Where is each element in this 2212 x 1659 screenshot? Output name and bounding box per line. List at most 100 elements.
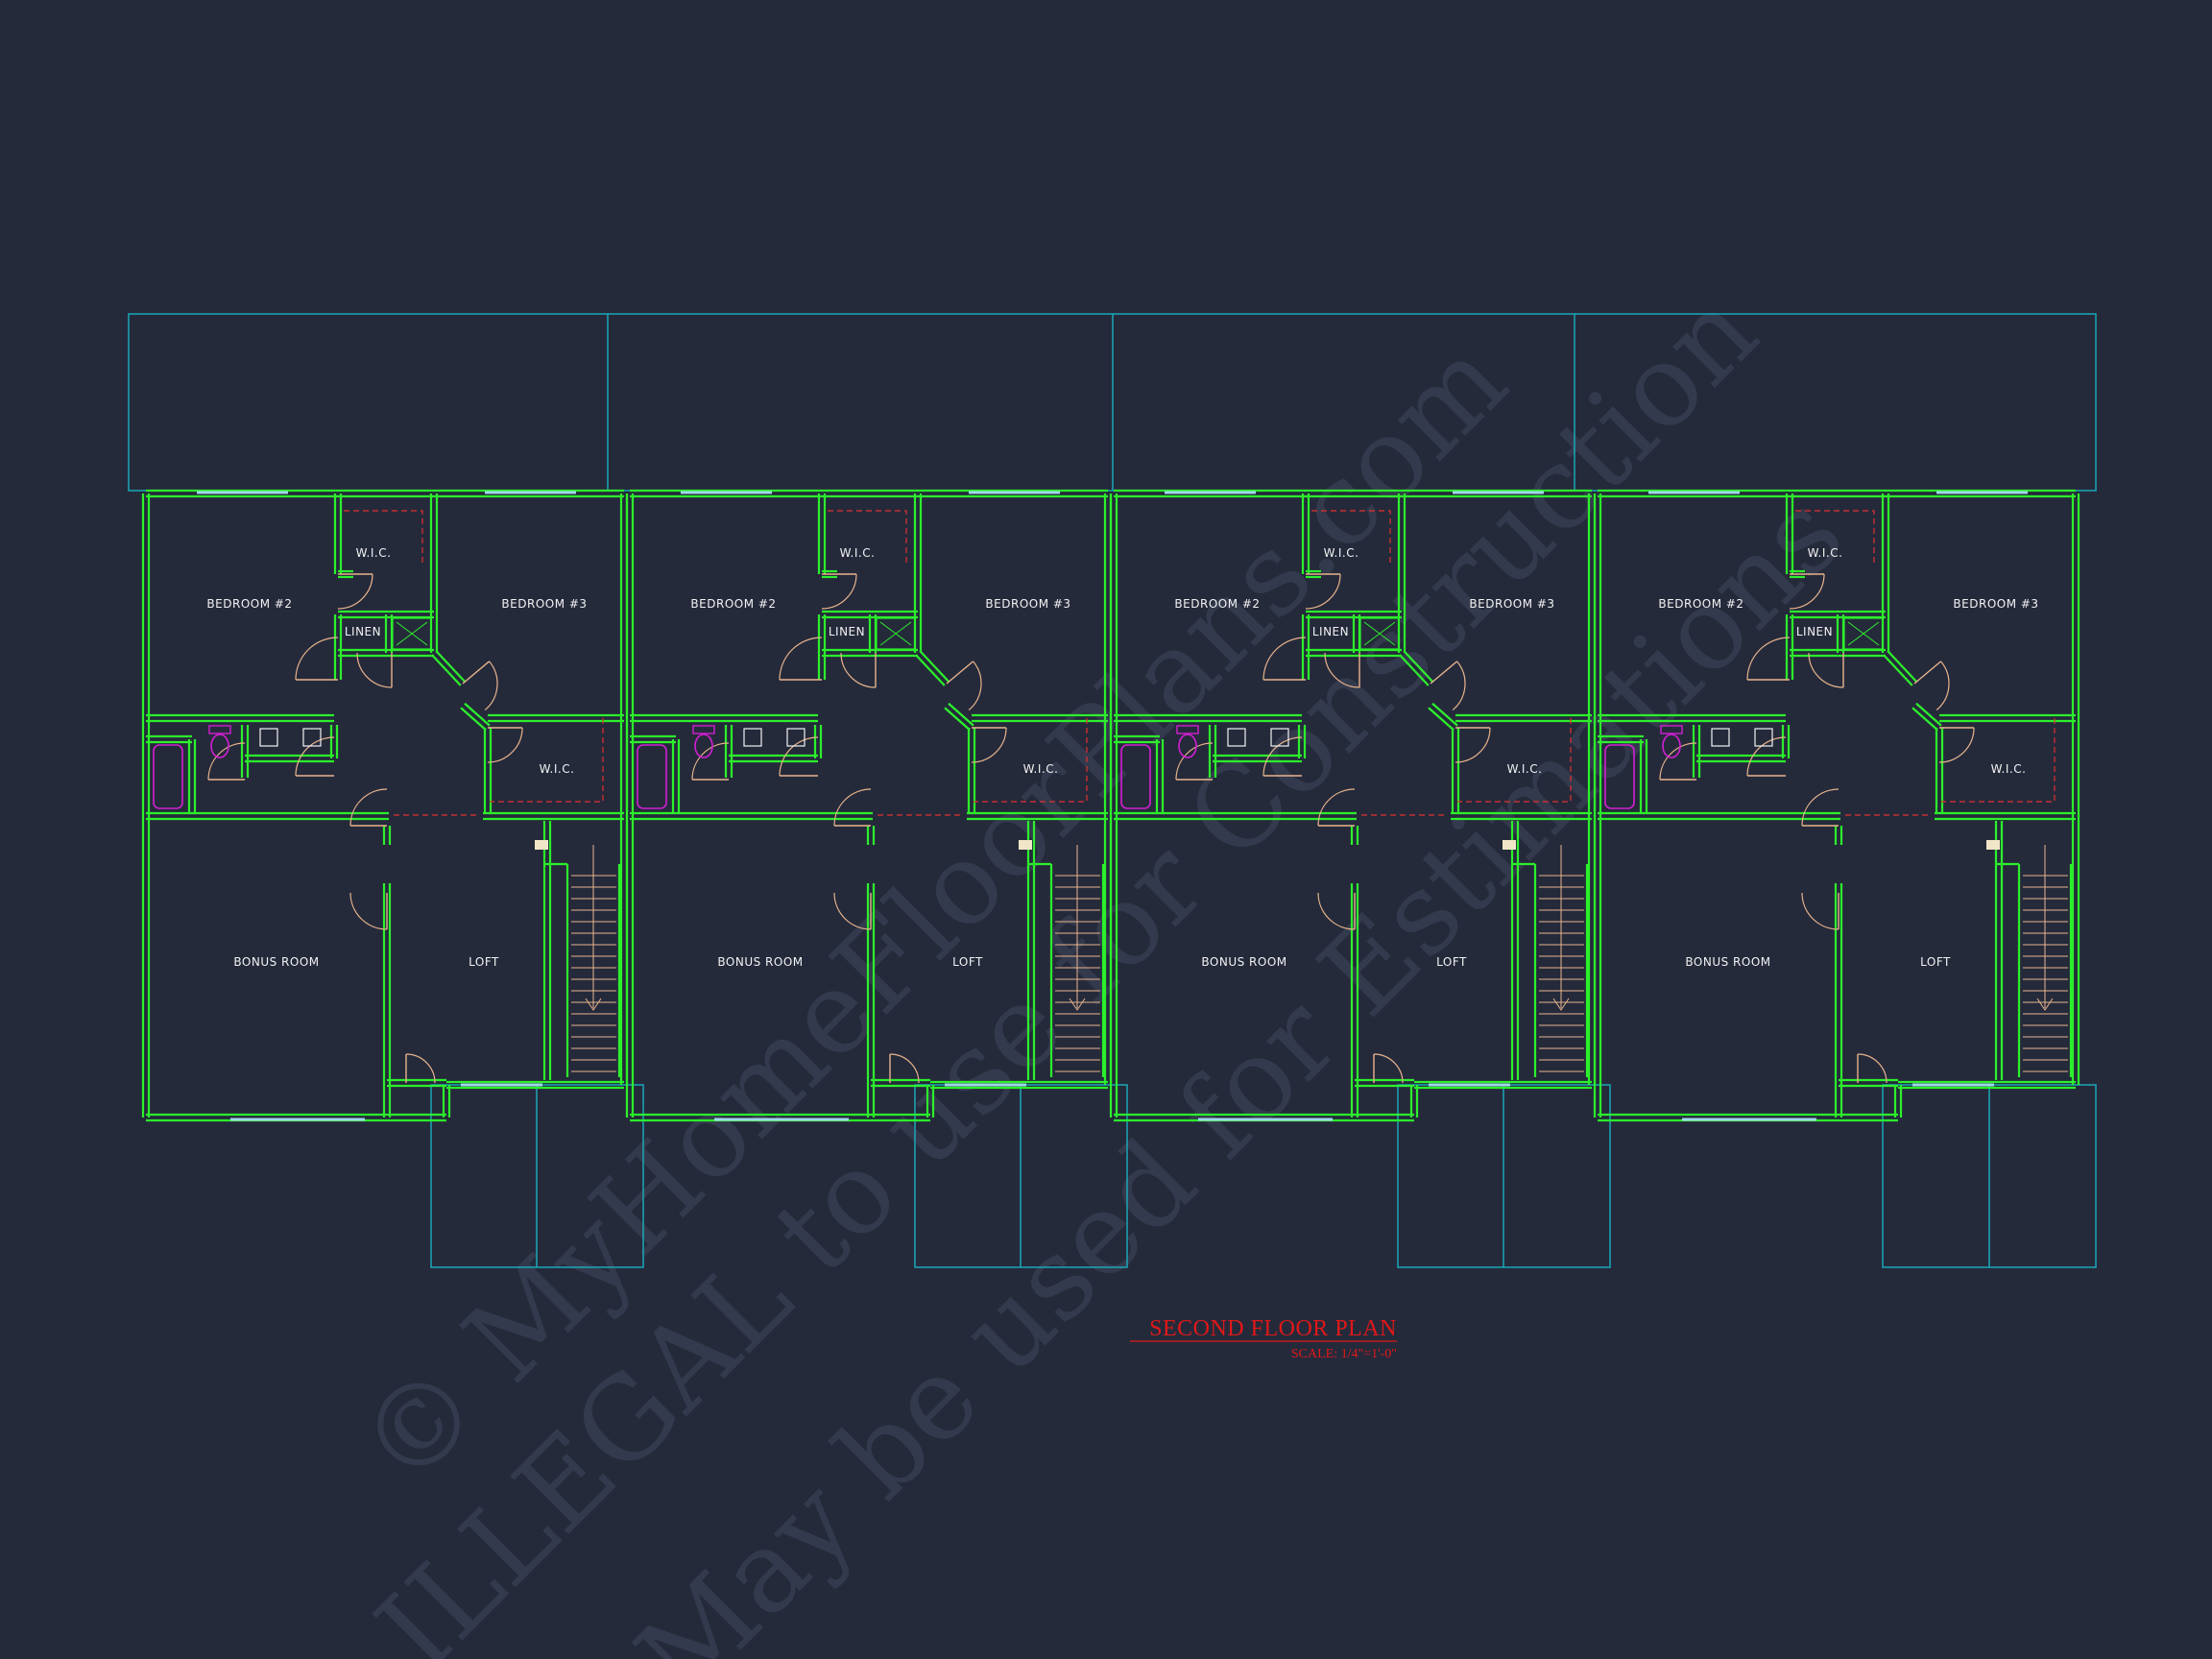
door-swing: [1746, 736, 1787, 777]
toilet: [210, 733, 229, 758]
room-label-bonus: BONUS ROOM: [717, 955, 803, 969]
hidden-line: [490, 718, 604, 803]
room-label-bonus: BONUS ROOM: [1685, 955, 1770, 969]
door-swing: [1305, 573, 1341, 610]
bathtub: [1604, 744, 1635, 809]
door-swing: [1262, 736, 1303, 777]
room-label-bedroom3: BEDROOM #3: [985, 597, 1070, 611]
toilet-tank: [692, 725, 715, 734]
door-swing: [779, 736, 819, 777]
stair-arrow-head: [1552, 998, 1570, 1011]
door-swing: [1659, 742, 1697, 781]
door-swing: [1455, 727, 1491, 763]
wall: [1883, 654, 1913, 686]
door-swing: [1262, 637, 1307, 681]
stair-note: [1019, 840, 1032, 850]
door-leaf: [1430, 661, 1458, 685]
hvac-box: [876, 617, 916, 650]
room-label-wic: W.I.C.: [1991, 762, 2027, 776]
wall: [431, 654, 462, 686]
sink-left: [259, 728, 278, 747]
stair-note: [535, 840, 548, 850]
room-label-bedroom2: BEDROOM #2: [206, 597, 292, 611]
wall: [1403, 650, 1433, 683]
door-swing: [1801, 892, 1839, 930]
title-block: SECOND FLOOR PLAN SCALE: 1/4"=1'-0": [1130, 1316, 1397, 1361]
door-swing: [1936, 661, 1950, 711]
wall: [1887, 650, 1917, 683]
hvac-x: [879, 621, 912, 646]
hvac-box: [1843, 617, 1884, 650]
door-swing: [295, 637, 339, 681]
wall: [435, 650, 466, 683]
hvac-box: [392, 617, 432, 650]
room-label-bedroom3: BEDROOM #3: [1469, 597, 1554, 611]
room-label-linen: LINEN: [1312, 625, 1349, 638]
door-swing: [833, 892, 872, 930]
sink-right: [302, 728, 322, 747]
unit-1: BEDROOM #2 BEDROOM #3 W.I.C. W.I.C. LINEN BON…: [141, 489, 629, 1122]
wall: [1915, 702, 1942, 727]
door-swing: [1317, 892, 1356, 930]
hidden-line: [1795, 510, 1875, 566]
door-swing: [1938, 727, 1975, 763]
sink-left: [743, 728, 762, 747]
door-swing: [840, 652, 877, 688]
plan-title: SECOND FLOOR PLAN: [1149, 1316, 1397, 1341]
door-swing: [968, 661, 982, 711]
door-swing: [1452, 661, 1466, 711]
sink-right: [1270, 728, 1289, 747]
room-label-bedroom3: BEDROOM #3: [1953, 597, 2038, 611]
bathtub: [153, 744, 183, 809]
stair-note: [1503, 840, 1516, 850]
door-swing: [349, 892, 388, 930]
room-label-wic: W.I.C.: [1023, 762, 1059, 776]
room-label-bonus: BONUS ROOM: [233, 955, 319, 969]
hvac-x: [396, 621, 428, 646]
room-label-wic: W.I.C.: [356, 546, 392, 560]
door-leaf: [946, 661, 974, 685]
room-label-loft: LOFT: [469, 955, 499, 969]
wall: [915, 654, 946, 686]
room-label-wic: W.I.C.: [1808, 546, 1843, 560]
toilet-tank: [1176, 725, 1199, 734]
hidden-line: [1457, 718, 1572, 803]
door-swing: [295, 736, 335, 777]
toilet-tank: [208, 725, 231, 734]
sink-right: [1754, 728, 1773, 747]
door-swing: [1808, 652, 1844, 688]
wall: [948, 702, 974, 727]
door-swing: [484, 661, 498, 711]
hidden-line: [828, 510, 907, 566]
wall: [944, 707, 971, 732]
toilet: [1662, 733, 1681, 758]
toilet-tank: [1660, 725, 1683, 734]
room-label-linen: LINEN: [345, 625, 381, 638]
bathtub: [1120, 744, 1151, 809]
wall: [1428, 707, 1455, 732]
wall: [1431, 702, 1458, 727]
door-swing: [356, 652, 393, 688]
sink-right: [786, 728, 805, 747]
hidden-line: [344, 510, 423, 566]
wall: [1399, 654, 1430, 686]
door-swing: [207, 742, 246, 781]
wall: [460, 707, 487, 732]
door-swing: [1317, 788, 1356, 827]
door-swing: [1857, 1053, 1887, 1084]
room-label-wic: W.I.C.: [840, 546, 876, 560]
door-swing: [889, 1053, 920, 1084]
watermark: © MyHomeFloorPlans.com ILLEGAL to use fo…: [333, 265, 1868, 1659]
hidden-line: [1941, 718, 2056, 803]
wall: [464, 702, 491, 727]
room-label-wic: W.I.C.: [540, 762, 575, 776]
hvac-x: [1363, 621, 1396, 646]
door-swing: [971, 727, 1007, 763]
room-label-bedroom3: BEDROOM #3: [501, 597, 587, 611]
room-label-bonus: BONUS ROOM: [1201, 955, 1286, 969]
bathtub: [637, 744, 667, 809]
stair-arrow-head: [585, 998, 602, 1011]
